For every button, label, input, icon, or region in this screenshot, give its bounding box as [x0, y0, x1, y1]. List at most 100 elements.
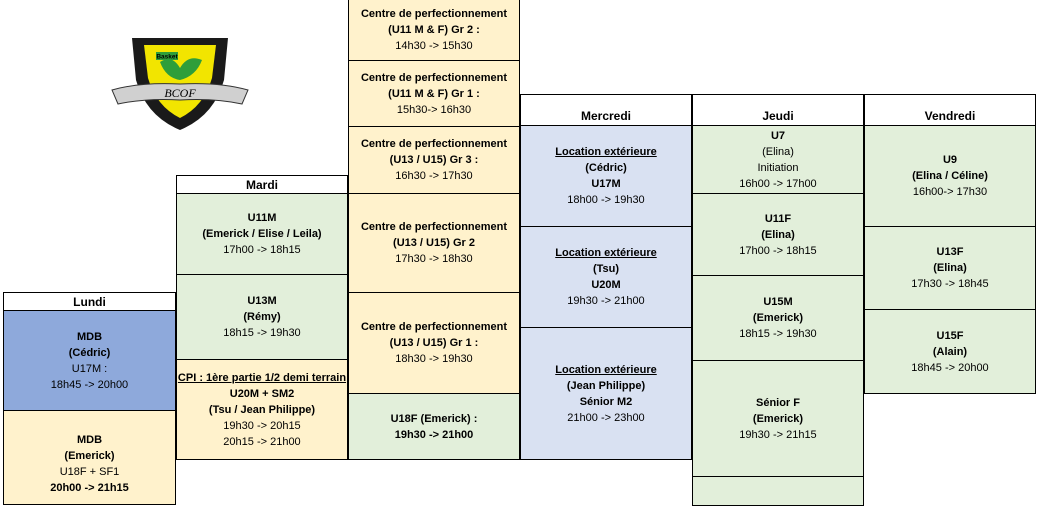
logo-band-text: BCOF	[164, 86, 196, 100]
session-title: U11F	[764, 212, 792, 225]
logo-band	[111, 83, 249, 105]
session-vendredi-u9: U9 (Elina / Céline) 16h00-> 17h30	[864, 125, 1036, 227]
session-time: 19h30 -> 21h00	[567, 295, 645, 307]
session-u18f: U18F (Emerick) : 19h30 -> 21h00	[348, 393, 520, 460]
session-time: 17h00 -> 18h15	[739, 244, 817, 257]
session-coach: (Elina)	[933, 262, 967, 274]
session-vendredi-u13f: U13F (Elina) 17h30 -> 18h45	[864, 226, 1036, 310]
session-title: Centre de perfectionnement	[360, 71, 508, 84]
session-time: 18h15 -> 19h30	[739, 328, 817, 340]
session-coach: (Jean Philippe)	[566, 379, 646, 392]
session-jeudi-u11f: U11F (Elina) 17h00 -> 18h15	[692, 193, 864, 276]
logo-basket-box	[156, 52, 178, 60]
session-perf-u13-gr3: Centre de perfectionnement (U13 / U15) G…	[348, 126, 520, 194]
session-group: (U13 / U15) Gr 3 :	[389, 154, 479, 166]
session-jeudi-u7: U7 (Elina) Initiation 16h00 -> 17h00	[692, 125, 864, 194]
session-time: 16h00 -> 17h00	[739, 177, 817, 190]
session-mercredi-u17m: Location extérieure (Cédric) U17M 18h00 …	[520, 125, 692, 227]
session-location: Location extérieure	[555, 363, 657, 376]
session-vendredi-u15f: U15F (Alain) 18h45 -> 20h00	[864, 309, 1036, 394]
session-mardi-cpi: CPI : 1ère partie 1/2 demi terrain U20M …	[176, 359, 348, 460]
session-coach: (Emerick / Elise / Leila)	[202, 228, 322, 240]
session-time: 17h30 -> 18h30	[395, 253, 473, 265]
session-mardi-u13m: U13M (Rémy) 18h15 -> 19h30	[176, 274, 348, 360]
session-group: (U13 / U15) Gr 2	[393, 237, 475, 249]
session-type: Initiation	[757, 161, 799, 174]
session-coach: (Rémy)	[243, 311, 281, 323]
session-note: CPI : 1ère partie 1/2 demi terrain	[177, 371, 347, 384]
session-title: U20M + SM2	[229, 387, 295, 400]
session-mercredi-u20m: Location extérieure (Tsu) U20M 19h30 -> …	[520, 226, 692, 328]
session-coach: (Cédric)	[68, 346, 111, 359]
session-time: 20h00 -> 21h15	[50, 481, 129, 494]
session-group: (U11 M & F) Gr 1 :	[388, 87, 480, 100]
session-time: 16h30 -> 17h30	[395, 170, 473, 182]
day-header-mercredi: Mercredi	[520, 94, 692, 126]
session-jeudi-u15m: U15M (Emerick) 18h15 -> 19h30	[692, 275, 864, 361]
session-time: 18h45 -> 20h00	[50, 378, 129, 391]
session-title: U7	[770, 129, 786, 142]
session-time: 19h30 -> 21h00	[394, 428, 474, 441]
session-title: U20M	[591, 279, 621, 291]
session-location: Location extérieure	[555, 247, 657, 259]
session-perf-u11-gr2: Centre de perfectionnement (U11 M & F) G…	[348, 0, 520, 61]
session-title: U11M	[247, 212, 277, 224]
day-header-jeudi: Jeudi	[692, 94, 864, 126]
session-time: 19h30 -> 20h15	[223, 419, 301, 432]
session-coach: (Tsu / Jean Philippe)	[208, 403, 316, 416]
session-coach: (Alain)	[932, 345, 968, 358]
session-mardi-u11m: U11M (Emerick / Elise / Leila) 17h00 -> …	[176, 193, 348, 275]
session-time: 18h30 -> 19h30	[395, 353, 473, 365]
session-lundi-mdb-u17m: MDB (Cédric) U17M : 18h45 -> 20h00	[3, 310, 176, 411]
session-perf-u11-gr1: Centre de perfectionnement (U11 M & F) G…	[348, 60, 520, 127]
day-header-lundi: Lundi	[3, 292, 176, 311]
session-time: 21h00 -> 23h00	[567, 411, 645, 424]
session-jeudi-empty	[692, 476, 864, 506]
session-title: U18F (Emerick) :	[390, 412, 478, 425]
session-time: 19h30 -> 21h15	[739, 428, 817, 441]
session-title: Centre de perfectionnement	[360, 138, 508, 150]
day-header-mardi: Mardi	[176, 175, 348, 194]
session-group: (U11 M & F) Gr 2 :	[388, 23, 480, 36]
session-time: 17h00 -> 18h15	[223, 244, 301, 256]
session-title: MDB	[76, 433, 103, 446]
session-title: MDB	[76, 330, 103, 343]
session-time: 20h15 -> 21h00	[223, 435, 301, 448]
logo-leaf	[160, 58, 202, 80]
session-time: 18h15 -> 19h30	[223, 327, 301, 339]
session-title: U9	[942, 154, 958, 166]
session-coach: (Elina)	[762, 145, 794, 158]
bcof-logo: Basket BCOF	[111, 38, 249, 130]
session-coach: (Emerick)	[752, 412, 804, 425]
session-jeudi-senior-f: Sénior F (Emerick) 19h30 -> 21h15	[692, 360, 864, 477]
session-title: Sénior M2	[579, 395, 633, 408]
session-time: 14h30 -> 15h30	[395, 39, 473, 52]
session-coach: (Emerick)	[64, 449, 115, 462]
session-coach: (Tsu)	[592, 263, 620, 275]
session-title: Sénior F	[755, 396, 800, 409]
session-team: U17M :	[71, 362, 108, 375]
session-title: U15F	[936, 329, 964, 342]
session-coach: (Emerick)	[752, 312, 804, 324]
session-time: 18h00 -> 19h30	[567, 194, 645, 206]
session-title: U17M	[591, 178, 621, 190]
session-team: U18F + SF1	[59, 465, 120, 478]
session-perf-u13-gr1: Centre de perfectionnement (U13 / U15) G…	[348, 292, 520, 394]
session-coach: (Elina / Céline)	[912, 170, 988, 182]
session-time: 16h00-> 17h30	[912, 186, 988, 198]
session-perf-u13-gr2: Centre de perfectionnement (U13 / U15) G…	[348, 193, 520, 293]
session-time: 18h45 -> 20h00	[911, 361, 989, 374]
session-time: 17h30 -> 18h45	[911, 278, 989, 290]
session-title: Centre de perfectionnement	[360, 7, 508, 20]
session-title: U13F	[936, 246, 964, 258]
session-title: U13M	[247, 295, 277, 307]
session-time: 15h30-> 16h30	[396, 103, 472, 116]
session-group: (U13 / U15) Gr 1 :	[389, 337, 479, 349]
logo-basket-text: Basket	[156, 54, 178, 61]
session-coach: (Cédric)	[585, 162, 627, 174]
session-lundi-mdb-u18f: MDB (Emerick) U18F + SF1 20h00 -> 21h15	[3, 410, 176, 505]
session-title: Centre de perfectionnement	[360, 321, 508, 333]
session-mercredi-senior-m2: Location extérieure (Jean Philippe) Séni…	[520, 327, 692, 460]
session-title: Centre de perfectionnement	[360, 221, 508, 233]
session-title: U15M	[763, 296, 793, 308]
